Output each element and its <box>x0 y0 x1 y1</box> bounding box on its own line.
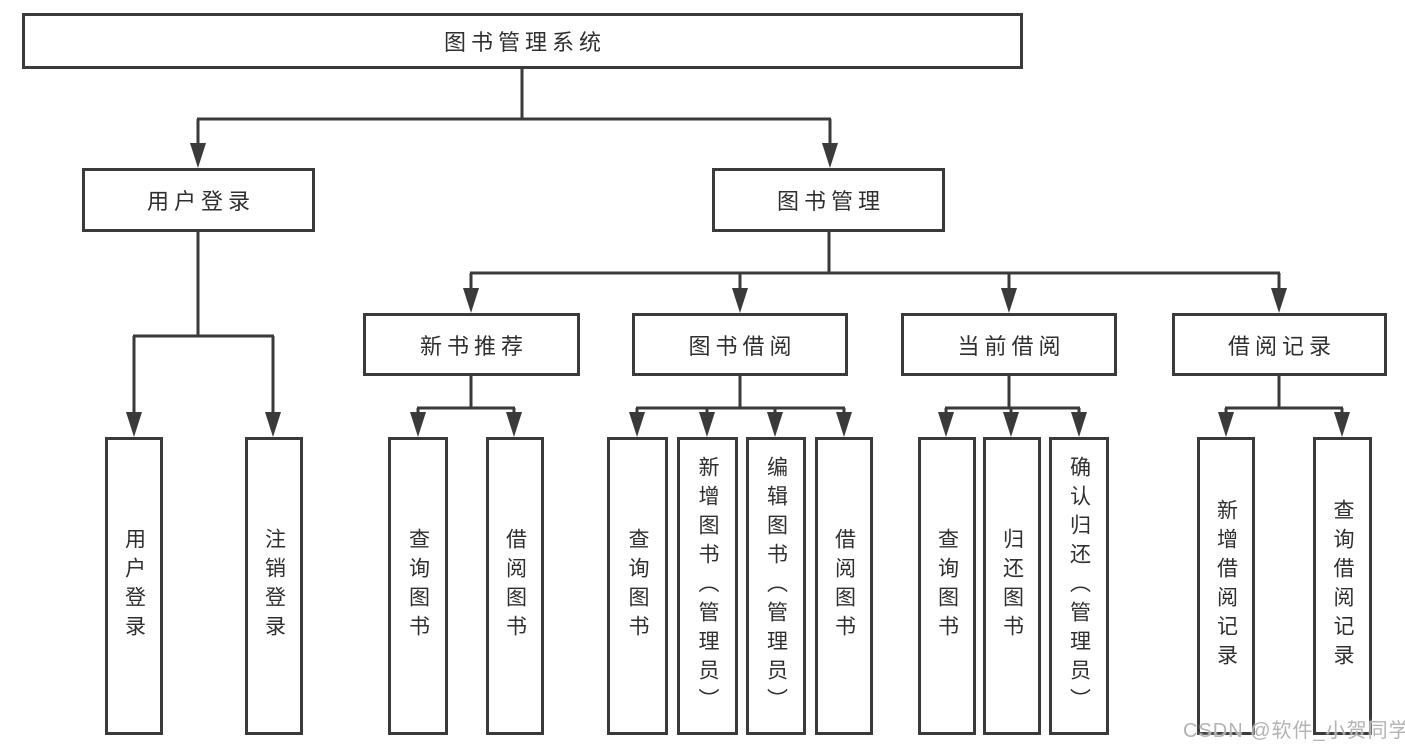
leaf-confirm-return-admin: 确认归还（管理员） <box>1049 437 1109 735</box>
arrowhead <box>1334 412 1350 437</box>
leaf-add-books-admin: 新增图书（管理员） <box>677 437 738 735</box>
arrowhead <box>1271 288 1287 313</box>
leaf-query-borrow-record: 查询借阅记录 <box>1313 437 1372 735</box>
leaf-label: 查询借阅记录 <box>1331 499 1354 673</box>
arrowhead <box>1001 288 1017 313</box>
leaf-label: 归还图书 <box>1000 528 1024 644</box>
leaf-query-books-borrow: 查询图书 <box>607 437 668 735</box>
leaf-label: 借阅图书 <box>503 528 527 644</box>
leaf-label: 新增图书（管理员） <box>696 455 719 717</box>
arrowhead <box>629 412 645 437</box>
leaf-edit-books-admin: 编辑图书（管理员） <box>746 437 806 735</box>
arrowhead <box>463 288 479 313</box>
node-user-login: 用户登录 <box>82 168 315 232</box>
leaf-label: 编辑图书（管理员） <box>764 455 788 717</box>
edge-current-borrow-children <box>938 376 1087 437</box>
edge-book-management-children <box>463 231 1287 313</box>
arrowhead <box>1218 412 1234 437</box>
leaf-label: 查询图书 <box>935 528 959 644</box>
leaf-label: 用户登录 <box>122 528 146 644</box>
arrowhead <box>732 288 748 313</box>
node-book-borrow: 图书借阅 <box>632 313 848 376</box>
arrowhead <box>836 412 852 437</box>
leaf-logout: 注销登录 <box>245 437 303 735</box>
arrowhead <box>190 143 206 168</box>
leaf-user-login: 用户登录 <box>105 437 163 735</box>
node-current-borrow: 当前借阅 <box>901 313 1117 376</box>
arrowhead <box>822 143 838 168</box>
arrowhead <box>1071 412 1087 437</box>
leaf-label: 新增借阅记录 <box>1214 499 1238 673</box>
leaf-label: 查询图书 <box>406 528 430 644</box>
leaf-query-books-current: 查询图书 <box>918 437 976 735</box>
leaf-add-borrow-record: 新增借阅记录 <box>1197 437 1255 735</box>
arrowhead <box>126 412 142 437</box>
arrowhead <box>699 412 715 437</box>
leaf-label: 借阅图书 <box>832 528 856 644</box>
arrowhead <box>506 412 522 437</box>
node-new-book-recommend: 新书推荐 <box>363 313 580 376</box>
leaf-label: 查询图书 <box>626 528 649 644</box>
edge-user-login-children <box>126 231 281 437</box>
leaf-label: 确认归还（管理员） <box>1067 455 1091 717</box>
leaf-borrow-books-recommend: 借阅图书 <box>486 437 544 735</box>
leaf-label: 注销登录 <box>262 528 286 644</box>
arrowhead <box>1003 412 1019 437</box>
node-library-system: 图书管理系统 <box>22 13 1023 69</box>
node-book-management: 图书管理 <box>712 168 945 232</box>
arrowhead <box>767 412 783 437</box>
edge-borrow-records-children <box>1218 376 1350 437</box>
node-borrow-records: 借阅记录 <box>1172 313 1387 376</box>
edge-new-book-recommend-children <box>410 376 522 437</box>
leaf-query-books-recommend: 查询图书 <box>388 437 448 735</box>
arrowhead <box>410 412 426 437</box>
arrowhead <box>938 412 954 437</box>
arrowhead <box>265 412 281 437</box>
leaf-return-books: 归还图书 <box>983 437 1041 735</box>
edge-root-children <box>190 69 838 168</box>
csdn-watermark: CSDN @软件_小贺同学 <box>1183 720 1405 742</box>
leaf-borrow-books: 借阅图书 <box>815 437 873 735</box>
edge-book-borrow-children <box>629 376 852 437</box>
